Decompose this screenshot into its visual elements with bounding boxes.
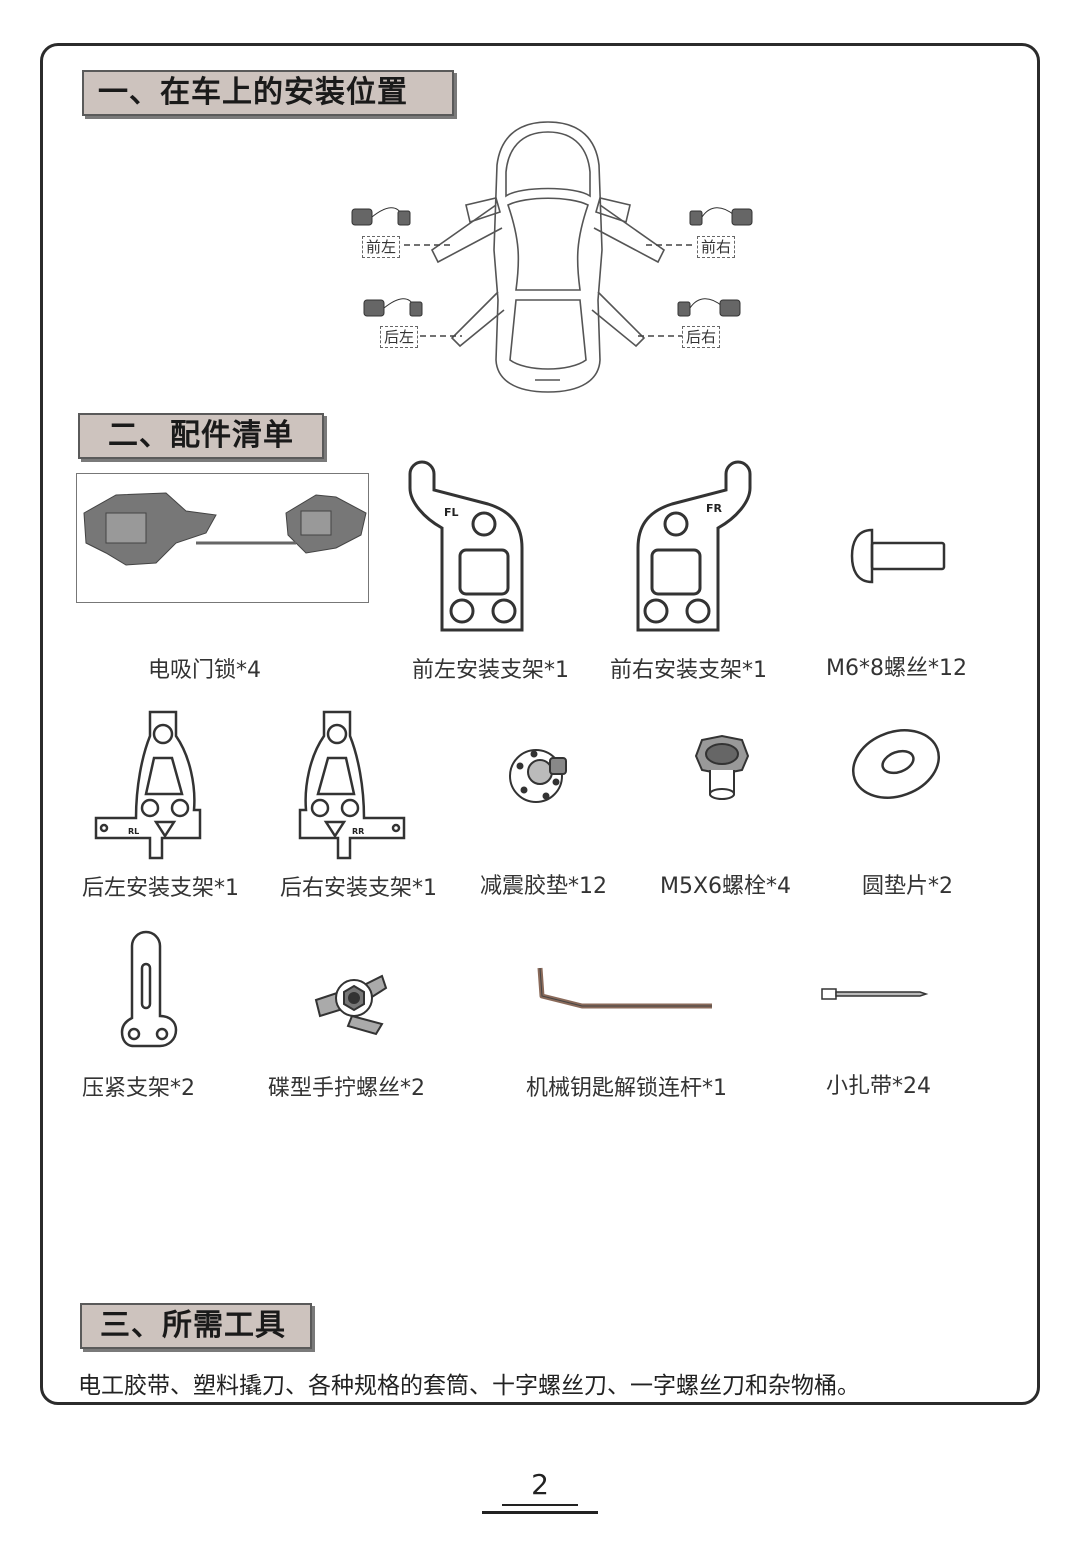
item-label-rubber-pad: 减震胶垫*12 <box>480 874 607 899</box>
item-label-m6-screw: M6*8螺丝*12 <box>826 656 967 681</box>
position-rear-right-label: 后右 <box>682 326 721 348</box>
position-rear-left-label: 后左 <box>380 326 419 348</box>
item-label-door-lock: 电吸门锁*4 <box>148 658 261 683</box>
svg-text:RL: RL <box>128 827 139 836</box>
bolt-icon <box>694 734 750 800</box>
screw-icon <box>850 528 946 584</box>
rubber-pad-icon <box>509 749 567 803</box>
rear-right-bracket-icon: RR <box>298 710 406 860</box>
item-label-rear-left-bracket: 后左安装支架*1 <box>82 876 239 901</box>
item-label-wing-screw: 碟型手拧螺丝*2 <box>268 1076 425 1101</box>
item-label-m5-bolt: M5X6螺栓*4 <box>660 874 792 899</box>
svg-text:RR: RR <box>352 827 364 836</box>
item-label-rear-right-bracket: 后右安装支架*1 <box>280 876 437 901</box>
section-2-heading: 二、配件清单 <box>78 413 324 459</box>
clamp-bracket-icon <box>120 930 178 1048</box>
required-tools-text: 电工胶带、塑料撬刀、各种规格的套筒、十字螺丝刀、一字螺丝刀和杂物桶。 <box>78 1373 860 1399</box>
svg-text:FL: FL <box>444 506 459 519</box>
rear-left-bracket-icon: RL <box>94 710 202 860</box>
cable-tie-icon <box>821 988 929 1000</box>
section-3-heading: 三、所需工具 <box>80 1303 312 1349</box>
page-number-underline-2 <box>482 1511 598 1514</box>
electric-door-lock-image <box>76 473 369 603</box>
item-label-unlock-rod: 机械钥匙解锁连杆*1 <box>526 1076 727 1101</box>
front-right-bracket-icon: FR <box>636 460 752 632</box>
wing-screw-icon <box>314 974 388 1036</box>
position-front-right-label: 前右 <box>697 236 736 258</box>
unlock-rod-icon <box>537 967 712 1009</box>
position-front-left-label: 前左 <box>362 236 401 258</box>
front-left-bracket-icon: FL <box>408 460 524 632</box>
page-frame <box>40 43 1040 1405</box>
page-number-underline <box>502 1504 578 1506</box>
page-number: 2 <box>531 1468 549 1501</box>
item-label-clamp-bracket: 压紧支架*2 <box>82 1076 195 1101</box>
item-label-front-left-bracket: 前左安装支架*1 <box>412 658 569 683</box>
item-label-washer: 圆垫片*2 <box>862 874 953 899</box>
washer-icon <box>851 729 941 799</box>
section-1-heading: 一、在车上的安装位置 <box>82 70 454 116</box>
svg-text:FR: FR <box>706 502 723 515</box>
item-label-cable-tie: 小扎带*24 <box>826 1074 931 1099</box>
item-label-front-right-bracket: 前右安装支架*1 <box>610 658 767 683</box>
car-top-view-diagram <box>351 121 753 393</box>
